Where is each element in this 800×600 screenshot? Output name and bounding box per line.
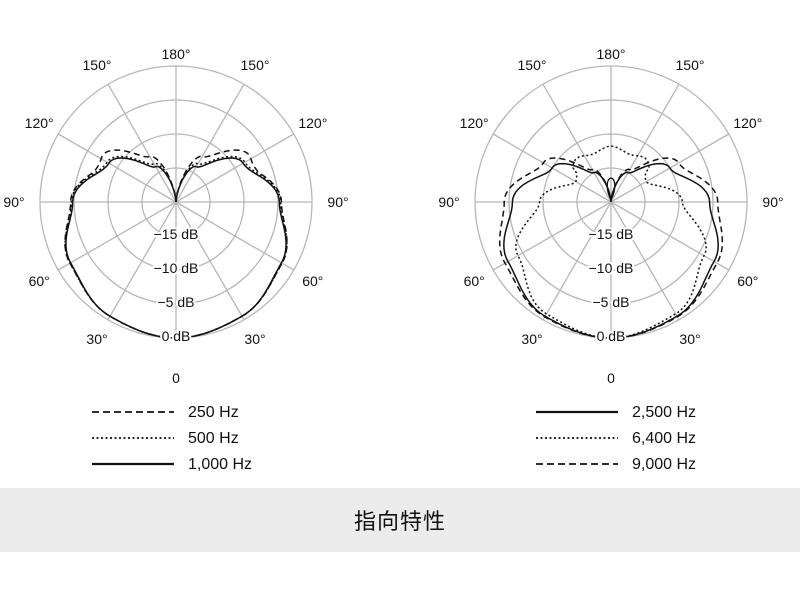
grid-spoke <box>492 201 612 271</box>
grid-spoke <box>175 201 295 271</box>
angle-label: 180° <box>597 46 626 62</box>
grid-spoke <box>175 133 295 203</box>
ring-label: −5 dB <box>158 294 195 310</box>
ring-label: −10 dB <box>154 260 199 276</box>
angle-label: 150° <box>241 57 270 73</box>
angle-label: 0 <box>172 370 180 386</box>
angle-label: 150° <box>518 57 547 73</box>
grid-spoke <box>57 133 177 203</box>
angle-label: 30° <box>244 331 265 347</box>
footer-title: 指向特性 <box>353 510 446 535</box>
angle-label: 90° <box>438 194 459 210</box>
footer-bar: 指向特性 <box>0 488 800 552</box>
series-curve-9-000-hz <box>498 157 724 339</box>
angle-label: 60° <box>737 273 758 289</box>
grid-spoke <box>57 201 177 271</box>
grid-spoke <box>610 83 680 203</box>
grid-spoke <box>610 201 680 321</box>
angle-label: 60° <box>302 273 323 289</box>
angle-label: 30° <box>679 331 700 347</box>
legend-label: 9,000 Hz <box>632 456 696 473</box>
angle-label: 120° <box>733 115 762 131</box>
grid-spoke <box>175 83 245 203</box>
angle-label: 30° <box>521 331 542 347</box>
ring-label: 0 dB <box>597 328 626 344</box>
angle-label: 120° <box>460 115 489 131</box>
ring-label: 0 dB <box>162 328 191 344</box>
angle-label: 150° <box>83 57 112 73</box>
grid-spoke <box>542 83 612 203</box>
grid-spoke <box>107 83 177 203</box>
angle-label: 120° <box>25 115 54 131</box>
rear-lobe-spike <box>606 177 616 201</box>
angle-label: 30° <box>86 331 107 347</box>
grid-spoke <box>610 201 730 271</box>
angle-label: 120° <box>298 115 327 131</box>
angle-label: 150° <box>676 57 705 73</box>
grid-spoke <box>107 201 177 321</box>
angle-label: 90° <box>3 194 24 210</box>
polar-chart-2: 180° 150° 150° 120° 120° 90° 90° 60° 60° 30° 30° 0 0… <box>438 46 783 473</box>
angle-label: 90° <box>327 194 348 210</box>
ring-label: −15 dB <box>589 226 634 242</box>
angle-label: 180° <box>162 46 191 62</box>
ring-label: −15 dB <box>154 226 199 242</box>
legend-label: 2,500 Hz <box>632 404 696 421</box>
ring-label: −5 dB <box>593 294 630 310</box>
grid-spoke <box>542 201 612 321</box>
polar-chart-1: 180° 150° 150° 120° 120° 90° 90° 60° 60° 30° 30° 0 0… <box>3 46 348 473</box>
grid-spoke <box>175 201 245 321</box>
angle-label: 60° <box>29 273 50 289</box>
angle-label: 0 <box>607 370 615 386</box>
angle-label: 60° <box>464 273 485 289</box>
legend-label: 250 Hz <box>188 404 239 421</box>
ring-label: −10 dB <box>589 260 634 276</box>
series-curve-6-400-hz <box>515 145 707 339</box>
angle-label: 90° <box>762 194 783 210</box>
legend-label: 1,000 Hz <box>188 456 252 473</box>
series-curve-1-000-hz <box>65 157 287 339</box>
legend-label: 6,400 Hz <box>632 430 696 447</box>
legend-label: 500 Hz <box>188 430 239 447</box>
